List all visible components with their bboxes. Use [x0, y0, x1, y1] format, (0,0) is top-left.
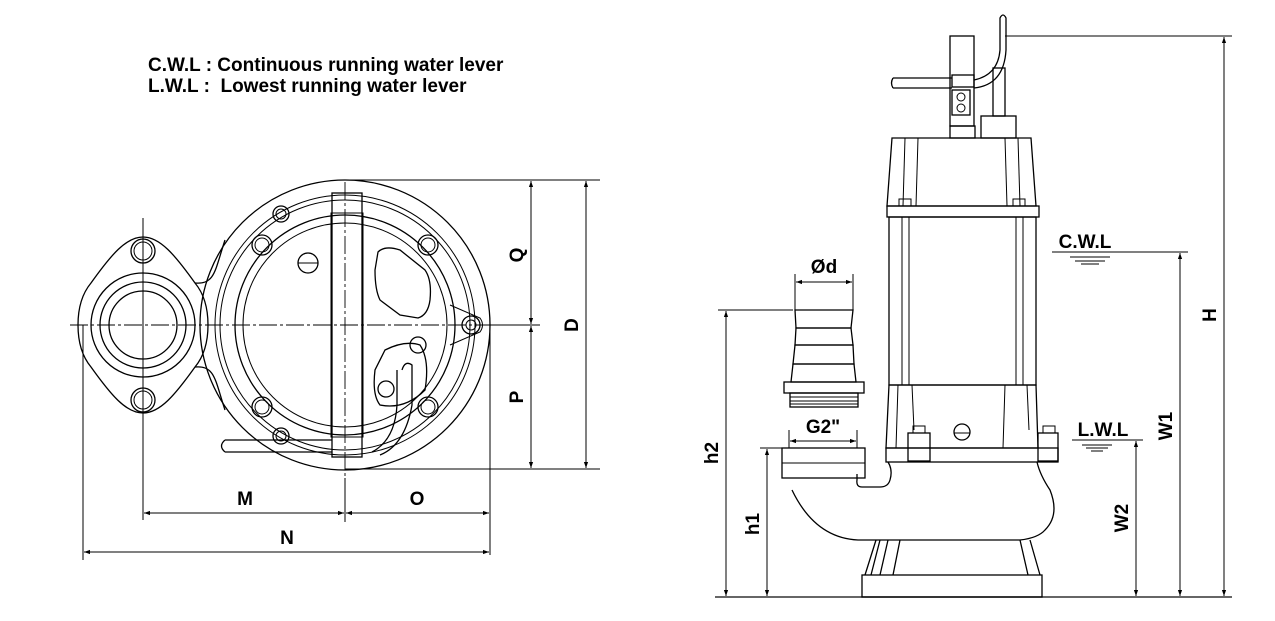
flange-bolt-hole — [130, 387, 156, 413]
power-cable — [890, 77, 952, 89]
dim-label-O: O — [410, 489, 425, 510]
dim-label-P: P — [507, 390, 528, 403]
oil-plug — [953, 423, 971, 441]
lwl-label: L.W.L — [1078, 420, 1129, 441]
legend-cwl: C.W.L : Continuous running water lever — [148, 55, 504, 76]
dim-label-H: H — [1200, 308, 1221, 322]
dim-label-h2: h2 — [702, 442, 723, 464]
water-level-lwl: L.W.L — [1072, 420, 1143, 452]
cable-junction — [890, 14, 1017, 139]
dim-label-W1: W1 — [1156, 411, 1177, 440]
outlet-flange — [77, 236, 226, 414]
thread-dimension: G2" — [788, 417, 858, 448]
handle-bar — [331, 192, 363, 458]
horizontal-dimensions: M O N — [82, 325, 489, 560]
water-level-legend: C.W.L : Continuous running water lever L… — [148, 55, 503, 97]
hose-diameter-dimension: Ød — [794, 257, 854, 310]
outlet-flange-side — [781, 447, 866, 479]
motor-housing — [885, 137, 1059, 463]
side-view: Ød G2" h2 h1 C.W.L — [702, 14, 1232, 598]
inspection-window — [374, 247, 432, 319]
dim-label-M: M — [237, 489, 253, 510]
dim-label-Q: Q — [507, 248, 528, 263]
bolt-holes — [251, 205, 481, 445]
top-view: Q P D M O N — [70, 179, 600, 560]
lifting-handle — [220, 439, 332, 453]
dim-label-h1: h1 — [743, 512, 764, 535]
legend-lwl: L.W.L : Lowest running water lever — [148, 76, 467, 97]
dim-label-thread: G2" — [806, 417, 840, 438]
dim-label-W2: W2 — [1112, 504, 1133, 533]
cwl-label: C.W.L — [1059, 232, 1112, 253]
dim-label-D: D — [562, 318, 583, 332]
height-dimensions-left: h2 h1 — [702, 309, 793, 596]
volute — [791, 461, 1055, 598]
height-dimensions-right: W2 W1 H — [1005, 35, 1232, 596]
flange-bolt-hole — [130, 238, 156, 264]
water-level-cwl: C.W.L — [1052, 232, 1188, 265]
dim-label-hose-diameter: Ød — [811, 257, 837, 278]
vertical-dimensions: Q P D — [345, 179, 600, 555]
dim-label-N: N — [280, 528, 294, 549]
hose-fitting — [783, 309, 865, 408]
